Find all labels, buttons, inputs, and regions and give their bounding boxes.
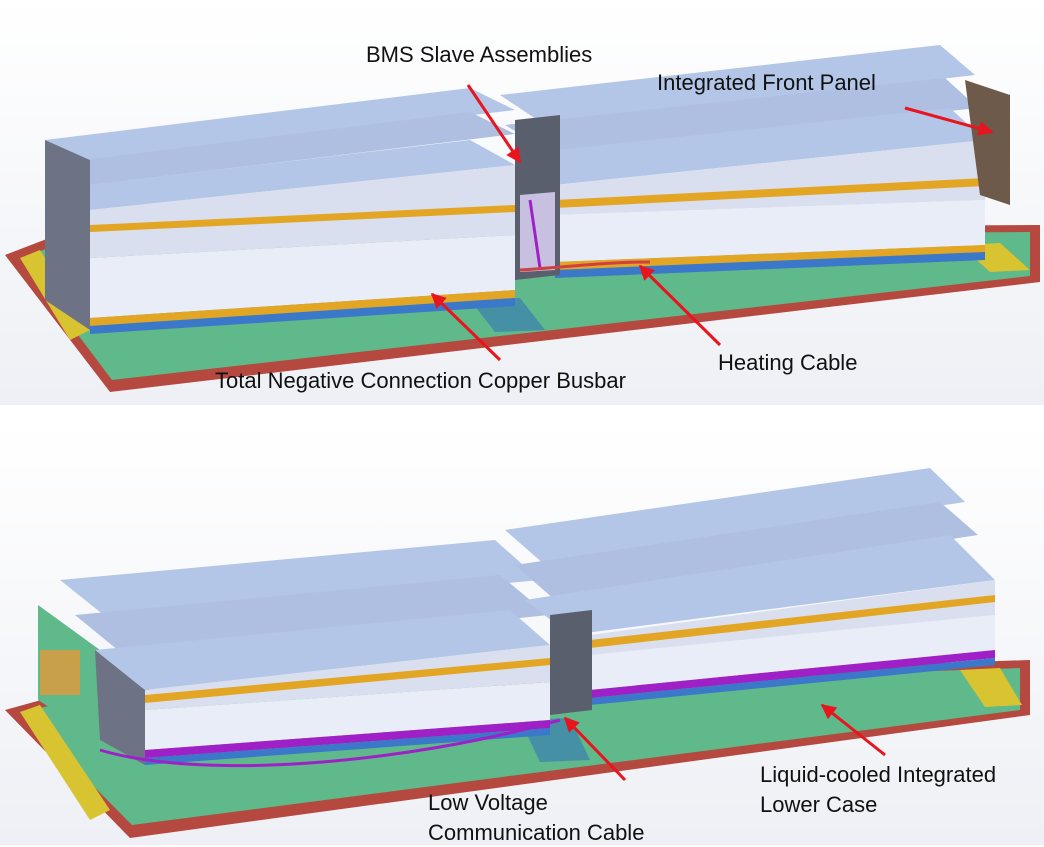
bottom-left-module-bank [60,540,550,765]
front-panel-arrow [904,106,994,136]
bottom-diagram: Low Voltage Communication Cable Liquid-c… [0,420,1044,845]
lower-case-arrow [820,703,886,757]
lv-cable-label: Low Voltage Communication Cable [428,790,645,845]
heating-cable-arrow [638,264,722,347]
lv-cable-arrow [563,716,627,782]
bms-slave-label: BMS Slave Assemblies [366,42,593,67]
heating-cable-label: Heating Cable [718,350,858,375]
front-panel-label: Integrated Front Panel [657,70,876,95]
bottom-battery-pack-illustration [0,420,1044,845]
top-diagram: BMS Slave Assemblies Integrated Front Pa… [0,0,1044,405]
bottom-right-module-bank [505,468,995,705]
top-bms-column [515,115,560,280]
bottom-front-panel [38,605,100,740]
busbar-arrow [430,292,502,362]
top-left-module-bank [45,88,515,334]
top-heating-cable [519,260,651,272]
top-right-module-bank [500,45,1010,278]
lower-case-label: Liquid-cooled Integrated Lower Case [760,762,997,817]
busbar-label: Total Negative Connection Copper Busbar [215,368,626,393]
bottom-bms-column [550,610,592,715]
bottom-lv-cable [99,718,561,768]
top-battery-pack-illustration [0,0,1044,405]
bms-arrow [466,84,522,164]
